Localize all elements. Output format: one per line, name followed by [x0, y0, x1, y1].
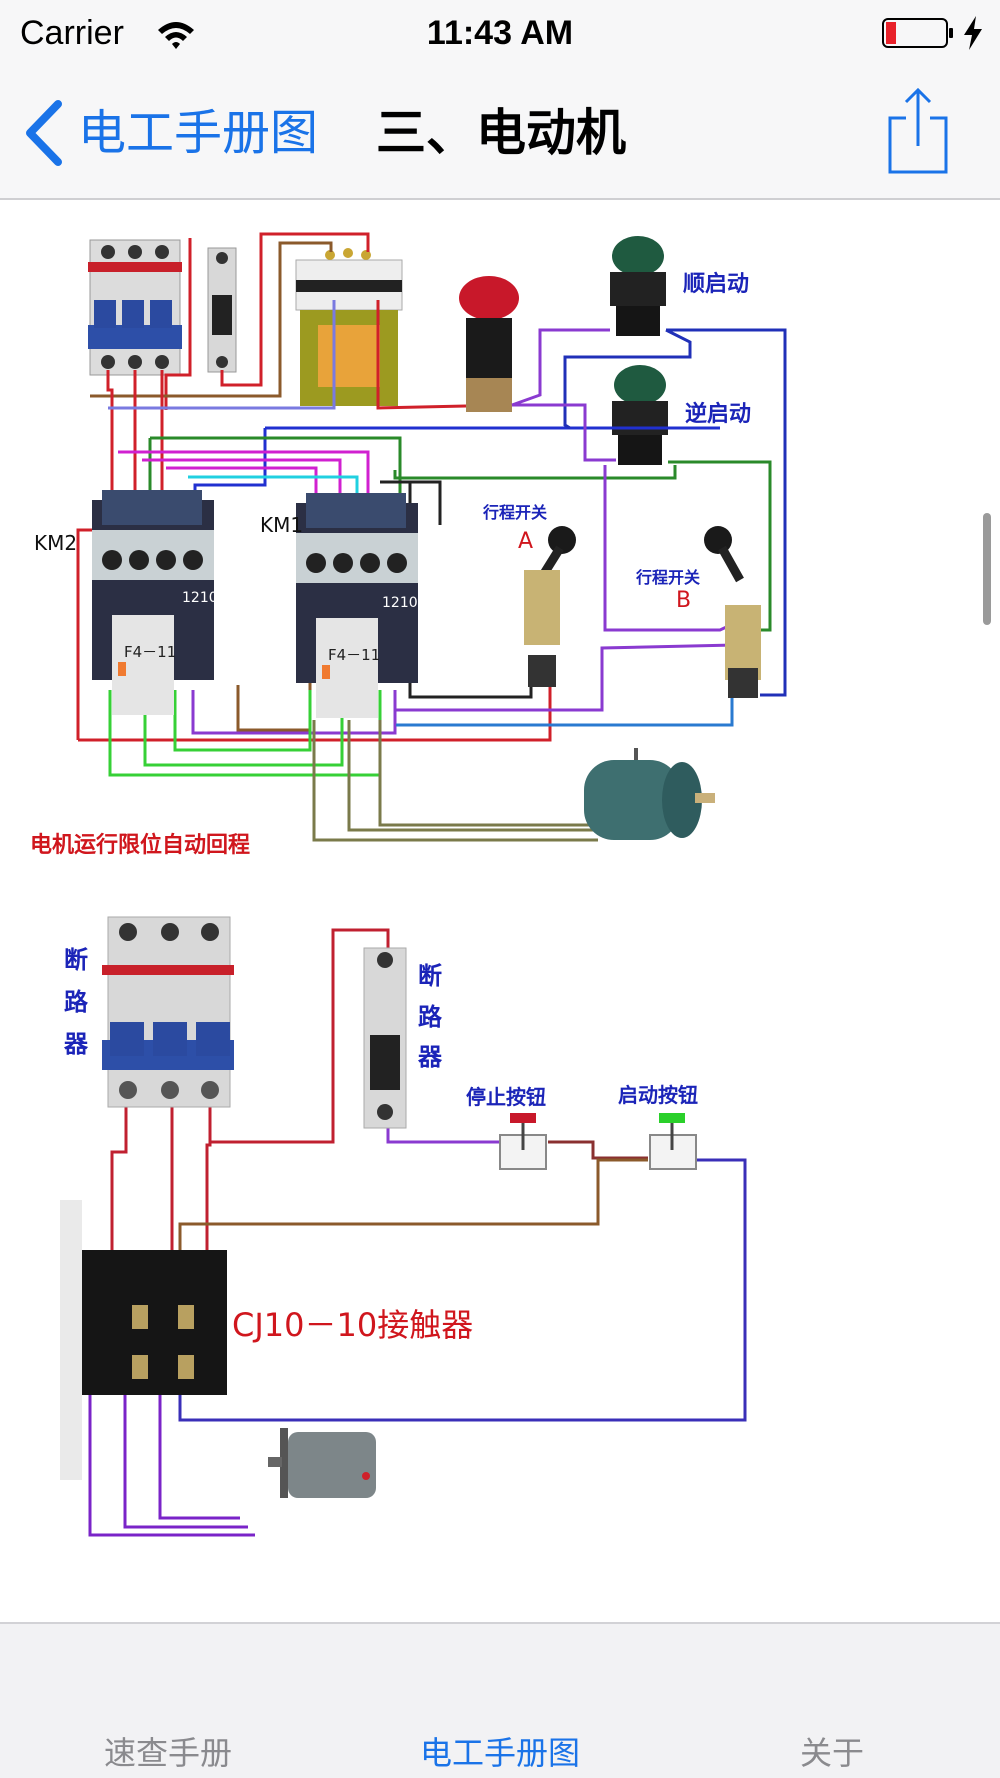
label-limit-switch-b-letter: B [676, 588, 691, 613]
wifi-icon [158, 22, 194, 49]
km2-code: 1210 [182, 590, 218, 606]
contactor-km1 [296, 493, 418, 718]
clock: 11:43 AM [426, 14, 574, 52]
label-limit-switch-b: 行程开关 [635, 568, 700, 587]
control-transformer [295, 248, 403, 406]
chevron-left-icon [26, 100, 62, 166]
breaker-single-pole-2 [363, 947, 407, 1129]
label-start-button: 启动按钮 [618, 1083, 698, 1107]
stop-button-symbol [499, 1113, 547, 1170]
label-limit-switch-a-letter: A [518, 529, 533, 554]
tab-electrician-diagrams[interactable]: 电工手册图 [420, 1734, 581, 1772]
back-button[interactable]: 电工手册图 [22, 100, 318, 166]
label-km2: KM2 [34, 531, 77, 555]
km1-code: 1210 [382, 595, 418, 611]
content-scroll-view[interactable]: 顺启动 逆启动 [0, 200, 1000, 1622]
diagram-simple-start-stop: 断 路 器 断 路 器 停止按钮 启动按钮 CJ10－10接触器 [60, 916, 747, 1537]
label-contactor: CJ10－10接触器 [232, 1306, 473, 1344]
diagram-motor-limit-return: 顺启动 逆启动 [30, 232, 787, 858]
page-title: 三、电动机 [376, 104, 626, 162]
label-breaker-left-char: 断 [64, 946, 88, 974]
carrier-label: Carrier [20, 14, 124, 52]
share-icon[interactable] [886, 86, 950, 176]
breaker-three-pole-2 [102, 916, 234, 1108]
reverse-start-button [612, 365, 668, 465]
label-breaker-left-char: 路 [64, 988, 89, 1016]
limit-switch-a [524, 526, 576, 687]
label-breaker-right-char: 断 [418, 962, 442, 990]
emergency-stop-button [459, 276, 519, 412]
label-breaker-right-char: 器 [417, 1043, 443, 1071]
label-stop-button: 停止按钮 [466, 1085, 546, 1109]
km1-relay-model: F4－11 [328, 646, 380, 664]
top-bar: Carrier 11:43 AM 电工手册图 三、电动机 [0, 0, 1000, 200]
contactor-cj10 [60, 1200, 227, 1480]
forward-start-button [610, 236, 666, 336]
label-reverse-start: 逆启动 [685, 401, 751, 427]
label-breaker-left-char: 器 [63, 1030, 89, 1058]
battery-icon [882, 18, 953, 48]
tab-about[interactable]: 关于 [800, 1734, 865, 1772]
back-button-label: 电工手册图 [78, 105, 319, 161]
label-breaker-right: 断 路 器 [417, 962, 450, 1071]
limit-switch-b [704, 526, 761, 698]
diagram1-caption: 电机运行限位自动回程 [30, 832, 250, 858]
charging-bolt-icon [964, 16, 982, 50]
status-bar: Carrier 11:43 AM [0, 0, 1000, 66]
three-pole-breaker [88, 239, 182, 376]
single-pole-breaker [207, 247, 237, 373]
navigation-bar: 电工手册图 三、电动机 [0, 80, 1000, 190]
three-phase-motor [584, 748, 715, 840]
label-km1: KM1 [260, 513, 303, 537]
start-button-symbol [649, 1113, 697, 1170]
label-limit-switch-a: 行程开关 [482, 503, 547, 522]
label-breaker-right-char: 路 [418, 1003, 443, 1031]
wiring-diagrams: 顺启动 逆启动 [30, 232, 787, 1537]
vertical-scrollbar[interactable] [983, 513, 991, 625]
label-breaker-left: 断 路 器 [63, 946, 96, 1058]
km2-relay-model: F4－11 [124, 643, 176, 661]
label-forward-start: 顺启动 [683, 271, 749, 297]
small-motor [268, 1428, 376, 1498]
contactor-km2 [92, 490, 214, 715]
tab-quick-reference[interactable]: 速查手册 [104, 1734, 233, 1772]
tab-bar: 速查手册 电工手册图 关于 [0, 1622, 1000, 1778]
